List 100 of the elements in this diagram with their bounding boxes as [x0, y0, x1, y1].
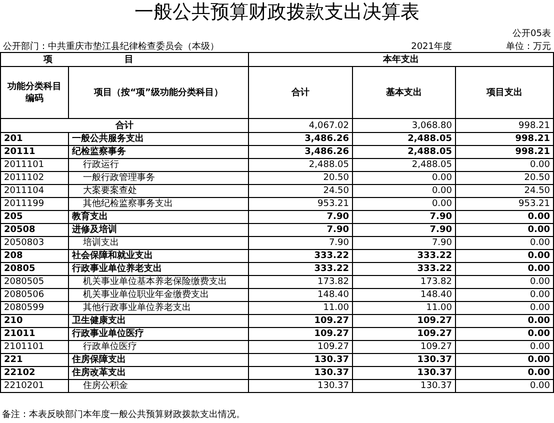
amount-cell: 0.00: [528, 225, 550, 235]
code-cell: 2050803: [4, 238, 44, 248]
code-cell: 2080505: [4, 277, 44, 287]
item-name: 住房公积金: [83, 381, 128, 391]
item-name: 一般行政管理事务: [83, 173, 155, 183]
amount-cell: 173.82: [420, 277, 452, 287]
amount-cell: 0.00: [530, 277, 550, 287]
amount-cell: 7.90: [326, 212, 349, 222]
header-cell: 项目（按“项”级功能分类科目）: [94, 88, 223, 98]
code-cell: 205: [4, 212, 23, 222]
code-cell: 21011: [4, 329, 36, 339]
amount-cell: 3,068.80: [412, 120, 452, 130]
amount-cell: 0.00: [528, 316, 550, 326]
code-cell: 221: [4, 355, 23, 365]
amount-cell: 130.37: [417, 355, 452, 365]
amount-cell: 148.40: [420, 290, 452, 300]
amount-cell: 11.00: [323, 303, 349, 313]
item-name: 社会保障和就业支出: [72, 251, 153, 261]
item-name: 行政单位医疗: [83, 342, 137, 352]
header-cell: 基本支出: [386, 88, 422, 98]
item-name: 住房保障支出: [72, 355, 126, 365]
amount-cell: 0.00: [528, 355, 550, 365]
amount-cell: 2,488.05: [412, 160, 452, 170]
amount-cell: 109.27: [417, 329, 452, 339]
item-name: 培训支出: [83, 238, 119, 248]
amount-cell: 7.90: [326, 225, 349, 235]
amount-cell: 7.90: [430, 225, 452, 235]
code-cell: 2080506: [4, 290, 44, 300]
code-cell: 210: [4, 316, 23, 326]
amount-cell: 109.27: [318, 342, 349, 352]
code-cell: 2101101: [4, 342, 44, 352]
code-cell: 2210201: [4, 381, 44, 391]
amount-cell: 173.82: [318, 277, 349, 287]
year-text: 2021年度: [411, 42, 452, 52]
amount-cell: 24.50: [524, 186, 550, 196]
amount-cell: 109.27: [420, 342, 452, 352]
unit-text: 单位：万元: [506, 42, 551, 52]
amount-cell: 24.50: [323, 186, 349, 196]
table-number: 公开05表: [512, 28, 551, 38]
code-cell: 2080599: [4, 303, 44, 313]
amount-cell: 3,486.26: [304, 147, 349, 157]
amount-cell: 0.00: [528, 329, 550, 339]
amount-cell: 2,488.05: [408, 134, 452, 144]
amount-cell: 109.27: [314, 316, 349, 326]
amount-cell: 2,488.05: [308, 160, 349, 170]
amount-cell: 0.00: [528, 264, 550, 274]
amount-cell: 953.21: [318, 199, 349, 209]
footnote: 备注：本表反映部门本年度一般公共预算财政拨款支出情况。: [2, 408, 245, 421]
amount-cell: 11.00: [426, 303, 452, 313]
amount-cell: 998.21: [515, 134, 550, 144]
header-cell: 项目支出: [486, 88, 522, 98]
code-cell: 201: [4, 134, 23, 144]
amount-cell: 130.37: [417, 368, 452, 378]
amount-cell: 0.00: [432, 173, 452, 183]
header-cell: 项目: [44, 54, 206, 64]
item-name: 进修及培训: [72, 225, 117, 235]
amount-cell: 953.21: [518, 199, 550, 209]
code-cell: 208: [4, 251, 23, 261]
amount-cell: 0.00: [530, 303, 550, 313]
item-name: 住房改革支出: [72, 368, 126, 378]
amount-cell: 20.50: [323, 173, 349, 183]
code-cell: 2011104: [4, 186, 44, 196]
code-cell: 20805: [4, 264, 36, 274]
item-name: 一般公共服务支出: [72, 134, 144, 144]
amount-cell: 0.00: [528, 251, 550, 261]
amount-cell: 3,486.26: [304, 134, 349, 144]
amount-cell: 7.90: [328, 238, 349, 248]
amount-cell: 333.22: [417, 264, 452, 274]
code-cell: 2011101: [4, 160, 44, 170]
item-name: 教育支出: [72, 212, 108, 222]
amount-cell: 0.00: [432, 186, 452, 196]
amount-cell: 333.22: [314, 251, 349, 261]
amount-cell: 0.00: [432, 199, 452, 209]
amount-cell: 0.00: [528, 368, 550, 378]
item-name: 卫生健康支出: [72, 316, 126, 326]
code-cell: 2011102: [4, 173, 44, 183]
header-cell: 合计: [292, 88, 310, 98]
amount-cell: 0.00: [530, 381, 550, 391]
code-cell: 20111: [4, 147, 36, 157]
department-text: 公开部门：中共重庆市垫江县纪律检查委员会（本级）: [3, 42, 219, 52]
amount-cell: 109.27: [417, 316, 452, 326]
amount-cell: 130.37: [314, 368, 349, 378]
item-name: 大案要案查处: [83, 186, 137, 196]
amount-cell: 130.37: [420, 381, 452, 391]
amount-cell: 148.40: [318, 290, 349, 300]
table-title: 一般公共预算财政拨款支出决算表: [134, 0, 420, 24]
header-cell: 本年支出: [383, 54, 419, 64]
amount-cell: 109.27: [314, 329, 349, 339]
amount-cell: 333.22: [314, 264, 349, 274]
amount-cell: 130.37: [318, 381, 349, 391]
amount-cell: 0.00: [528, 212, 550, 222]
code-cell: 2011199: [4, 199, 44, 209]
amount-cell: 998.21: [518, 120, 550, 130]
amount-cell: 130.37: [314, 355, 349, 365]
item-name: 机关事业单位基本养老保险缴费支出: [83, 277, 227, 287]
amount-cell: 7.90: [430, 212, 452, 222]
amount-cell: 333.22: [417, 251, 452, 261]
item-name: 行政运行: [83, 160, 119, 170]
item-name: 行政事业单位医疗: [72, 329, 144, 339]
item-name: 机关事业单位职业年金缴费支出: [83, 290, 209, 300]
